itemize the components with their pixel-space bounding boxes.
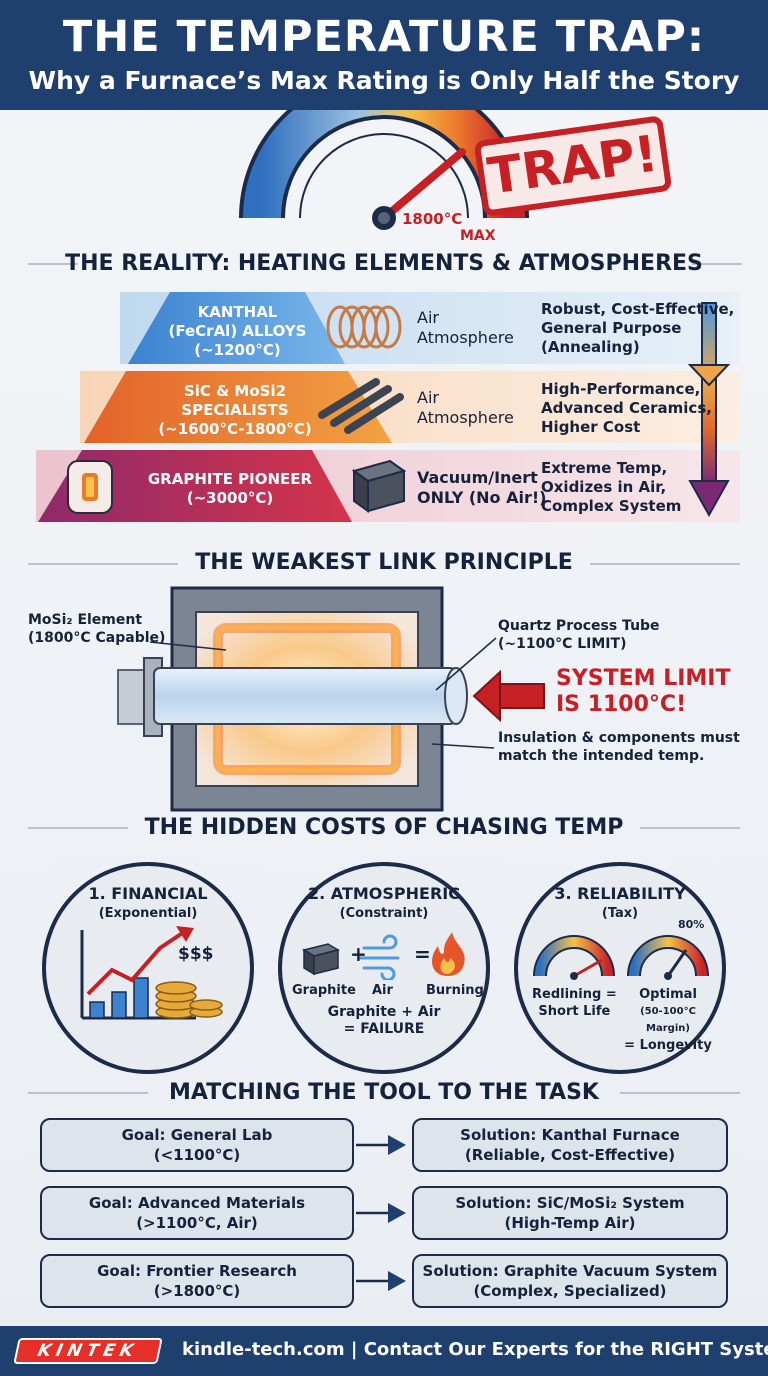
goal-general-lab: Goal: General Lab(<1100°C)	[40, 1118, 354, 1172]
tube-leader-line	[435, 637, 497, 691]
mosi2-element-label: MoSi₂ Element (1800°C Capable)	[28, 612, 166, 646]
plus-sign: +	[350, 942, 367, 966]
tier-graphite-atmosphere: Vacuum/Inert ONLY (No Air!)	[417, 468, 547, 507]
page-subtitle: Why a Furnace’s Max Rating is Only Half …	[28, 66, 740, 95]
page-title: THE TEMPERATURE TRAP:	[62, 12, 706, 62]
quartz-tube-label: Quartz Process Tube (~1100°C LIMIT)	[498, 618, 660, 652]
divider	[590, 563, 740, 565]
divider	[28, 563, 178, 565]
redline-gauge-icon	[533, 935, 615, 980]
atmospheric-cost-circle: 2. ATMOSPHERIC (Constraint) + = Graphite…	[278, 862, 490, 1074]
vacuum-chamber-icon	[67, 460, 113, 514]
rods-icon	[318, 378, 404, 434]
graphite-air-burning-icons	[302, 932, 465, 980]
money-symbols: $$$	[178, 944, 214, 964]
element-leader-line	[149, 641, 227, 651]
optimal-gauge-icon	[627, 935, 709, 980]
gauge-max-label: MAX	[460, 228, 496, 244]
fire-icon	[432, 932, 465, 976]
graphite-block-icon	[351, 459, 407, 513]
arrow-right-icon	[356, 1135, 406, 1155]
equals-sign: =	[414, 942, 431, 966]
air-icon	[358, 934, 400, 980]
percent-label: 80%	[678, 918, 705, 931]
arrow-right-icon	[356, 1271, 406, 1291]
tier-kanthal-atmosphere: Air Atmosphere	[417, 308, 514, 347]
insulation-label: Insulation & components must match the i…	[498, 730, 740, 764]
graphite-icon	[302, 943, 340, 976]
red-arrow-icon	[472, 669, 545, 723]
kintek-logo[interactable]: KINTEK	[13, 1338, 163, 1364]
air-label: Air	[372, 983, 393, 998]
tier-graphite-description: Extreme Temp, Oxidizes in Air, Complex S…	[541, 459, 682, 515]
solution-kanthal: Solution: Kanthal Furnace(Reliable, Cost…	[412, 1118, 728, 1172]
goal-advanced-materials: Goal: Advanced Materials(>1100°C, Air)	[40, 1186, 354, 1240]
system-limit-callout: SYSTEM LIMIT IS 1100°C!	[556, 666, 731, 717]
reliability-cost-circle: 3. RELIABILITY (Tax) 80% Redlining = Sho…	[514, 862, 726, 1074]
divider	[640, 827, 740, 829]
footer-bar: KINTEK kindle-tech.com | Contact Our Exp…	[0, 1326, 768, 1376]
coil-icon	[326, 305, 402, 349]
arrow-right-icon	[356, 1203, 406, 1223]
tier-kanthal-name: KANTHAL (FeCrAl) ALLOYS (~1200°C)	[168, 303, 307, 359]
tier-sic-mosi-description: High-Performance, Advanced Ceramics, Hig…	[541, 380, 712, 436]
divider	[28, 1092, 148, 1094]
rising-cost-chart-icon	[80, 926, 223, 1020]
footer-contact-text[interactable]: kindle-tech.com | Contact Our Experts fo…	[182, 1339, 768, 1360]
temperature-arrow-icon	[687, 302, 731, 518]
failure-result: Graphite + Air = FAILURE	[327, 1004, 441, 1037]
solution-graphite-vacuum: Solution: Graphite Vacuum System(Complex…	[412, 1254, 728, 1308]
divider	[28, 263, 78, 265]
divider	[28, 827, 128, 829]
tier-sic-mosi-name: SiC & MoSi2 SPECIALISTS (~1600°C-1800°C)	[158, 382, 312, 438]
divider	[620, 1092, 740, 1094]
divider	[692, 263, 742, 265]
tier-sic-mosi-atmosphere: Air Atmosphere	[417, 388, 514, 427]
tier-kanthal-description: Robust, Cost-Effective, General Purpose …	[541, 300, 735, 356]
solution-sic-mosi2: Solution: SiC/MoSi₂ System(High-Temp Air…	[412, 1186, 728, 1240]
goal-to-solution-arrows	[356, 1135, 406, 1291]
header-banner: THE TEMPERATURE TRAP: Why a Furnace’s Ma…	[0, 0, 768, 110]
hidden-costs-section-title: THE HIDDEN COSTS OF CHASING TEMP	[144, 815, 624, 840]
graphite-label: Graphite	[292, 983, 356, 998]
tier-graphite-name: GRAPHITE PIONEER (~3000°C)	[147, 470, 313, 507]
matching-section-title: MATCHING THE TOOL TO THE TASK	[169, 1080, 599, 1105]
optimal-label: Optimal (50-100°C Margin) = Longevity	[624, 987, 712, 1053]
gauge-needle	[380, 148, 466, 222]
financial-cost-circle: 1. FINANCIAL (Exponential) $$$	[42, 862, 254, 1074]
goal-frontier-research: Goal: Frontier Research(>1800°C)	[40, 1254, 354, 1308]
gauge-reading: 1800°C	[402, 210, 463, 228]
burning-label: Burning	[426, 983, 484, 998]
insulation-leader-line	[431, 743, 495, 749]
pyramid-tiers	[36, 292, 740, 522]
weakest-link-section-title: THE WEAKEST LINK PRINCIPLE	[195, 550, 573, 575]
reality-section-title: THE REALITY: HEATING ELEMENTS & ATMOSPHE…	[65, 251, 703, 276]
reliability-gauges	[533, 935, 709, 980]
furnace-diagram	[117, 586, 545, 812]
redlining-label: Redlining = Short Life	[532, 987, 617, 1019]
